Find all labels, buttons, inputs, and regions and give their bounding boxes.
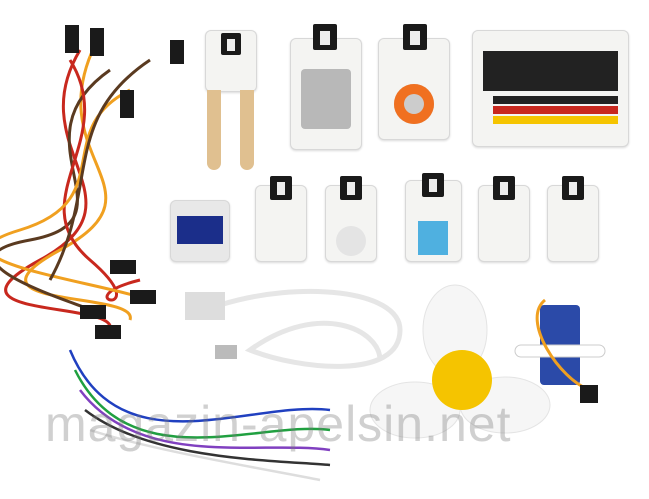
dupont-wire-bundle: [68, 349, 331, 482]
buzzer-module: [378, 24, 450, 140]
ic-sensor-module: [547, 176, 599, 262]
usb-cable: [219, 288, 403, 369]
soil-probe-left: [207, 90, 221, 170]
usb-a-plug: [185, 292, 225, 320]
fan-propeller: [369, 284, 551, 439]
soil-probe-right: [240, 90, 254, 170]
soil-moisture-sensor: [205, 30, 257, 92]
servo-motor: [514, 298, 606, 403]
button-module: [478, 176, 530, 262]
oled-display: [170, 200, 230, 262]
light-sensor: [325, 176, 377, 262]
micro-usb-plug: [215, 345, 237, 359]
expansion-board: [472, 30, 629, 147]
jumper-wire-bundle: [0, 44, 151, 331]
dht11-sensor: [405, 173, 462, 262]
watermark: magazin-apelsin.net: [45, 396, 512, 452]
led-module: [255, 176, 307, 262]
wire-connectors: [65, 25, 184, 339]
motor-module: [290, 24, 362, 150]
